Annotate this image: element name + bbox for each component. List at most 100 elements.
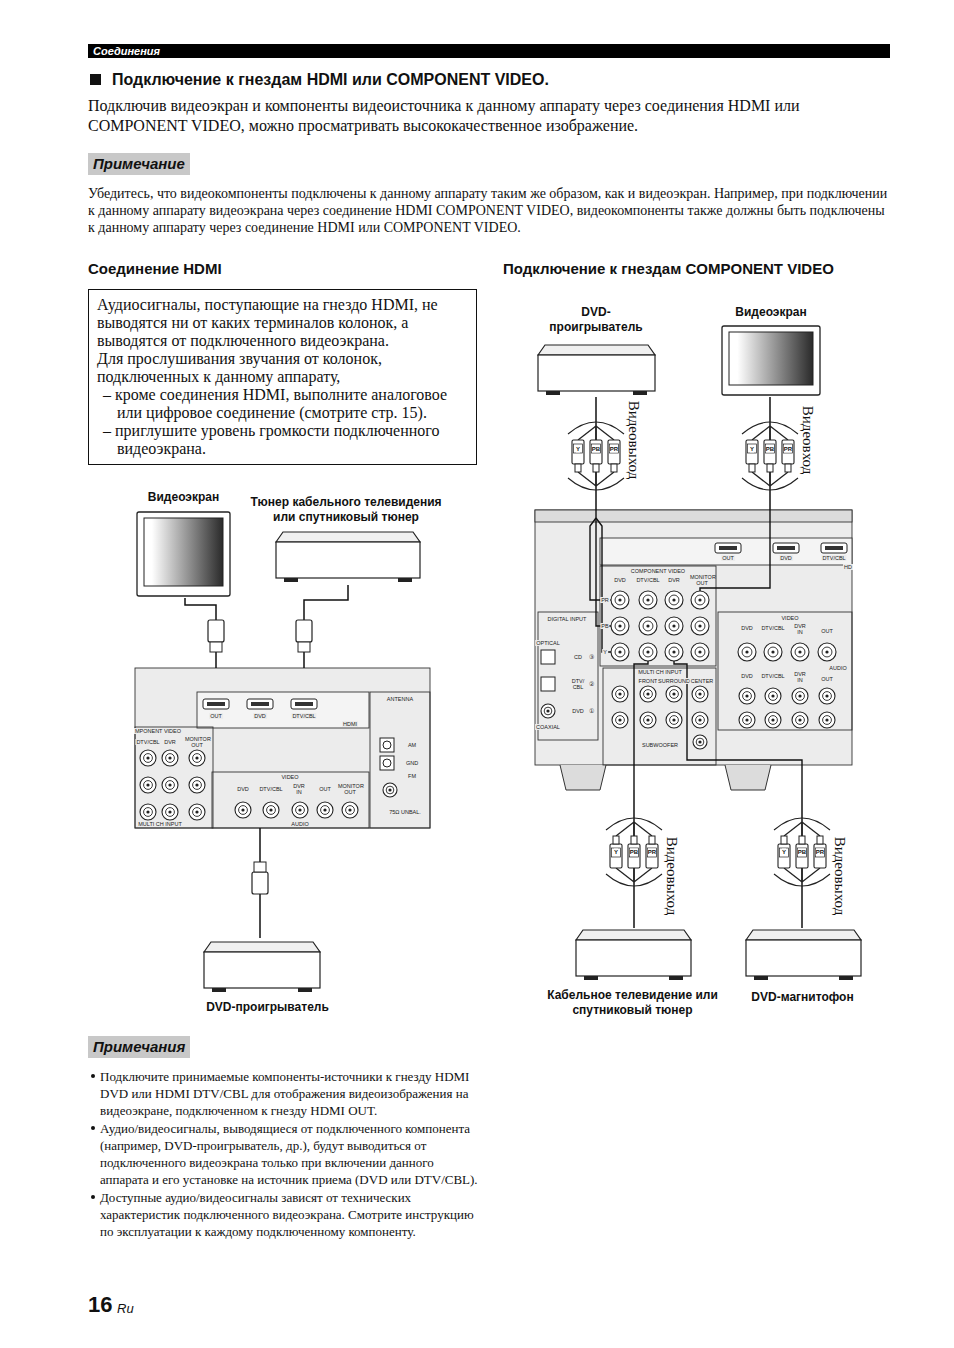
device-foot <box>398 578 412 582</box>
panel-label: COAXIAL <box>535 724 561 730</box>
jack-ring <box>643 595 653 605</box>
dvd-player: DVD-проигрыватель <box>200 938 335 1015</box>
jack <box>639 617 657 635</box>
jack-ring <box>296 806 305 815</box>
jack <box>738 643 756 661</box>
panel-label: OUT <box>820 676 834 682</box>
hdmi-port <box>203 699 229 709</box>
jack <box>383 783 397 797</box>
cable-split <box>595 472 596 486</box>
panel-label: AUDIO <box>290 821 309 827</box>
panel-label: DTV/CBL <box>291 713 316 719</box>
jack <box>764 643 782 661</box>
dvd-recorder: DVD-магнитофон <box>740 928 865 1005</box>
cable-split <box>616 868 634 882</box>
jack-ring <box>696 690 705 699</box>
cable-split <box>578 426 596 440</box>
plug-letter: PR <box>610 446 618 453</box>
panel-label: DVR <box>667 577 681 583</box>
multich-frame <box>603 668 716 765</box>
jack-ring <box>669 595 679 605</box>
jack-ring <box>193 781 202 790</box>
rca-plug <box>628 844 640 868</box>
jack-ring <box>267 806 276 815</box>
running-header: Соединения <box>93 44 160 58</box>
jack <box>140 750 156 766</box>
cable-split <box>634 822 652 836</box>
panel-label: SURROUND <box>657 678 691 684</box>
jack-ring <box>823 716 832 725</box>
cable-split <box>633 822 634 836</box>
signal-label: Видеовыход <box>832 835 848 918</box>
jack-pin <box>798 650 801 653</box>
jack-pin <box>195 756 198 759</box>
plug-tag <box>574 444 583 453</box>
panel-label: FRONT <box>638 678 659 684</box>
jack <box>792 688 808 704</box>
device-top <box>204 942 320 952</box>
note-box: Аудиосигналы, поступающие на гнездо HDMI… <box>88 289 477 465</box>
panel-label: MPONENT VIDEO <box>134 728 182 734</box>
hdmi-port-slot <box>719 546 737 550</box>
rca-plug-tip <box>781 836 787 844</box>
cable-split <box>633 868 634 882</box>
device-body <box>576 940 691 976</box>
hdmi-plug <box>296 620 312 642</box>
jack-ring <box>193 754 202 763</box>
bullet-dot <box>91 1074 95 1078</box>
plug-tag <box>780 848 789 857</box>
hdmi-port-slot <box>825 546 843 550</box>
jack-pin <box>698 740 701 743</box>
jack-pin <box>825 694 828 697</box>
jack-pin <box>698 650 701 653</box>
cable-split <box>752 472 770 486</box>
note-heading: Примечание <box>88 153 190 175</box>
rca-plug-tip <box>649 836 655 844</box>
jack-pin <box>825 718 828 721</box>
receiver-foot <box>725 765 771 790</box>
sub-heading: Подключение к гнездам COMPONENT VIDEO <box>503 260 834 278</box>
jack-pin <box>672 624 675 627</box>
panel-label: DTV/CBL <box>135 739 160 745</box>
wire <box>674 661 802 790</box>
device-foot <box>212 988 226 992</box>
device-label: DVD- проигрыватель <box>544 305 648 335</box>
tuner: Тюнер кабельного телевидения или спутник… <box>241 495 451 585</box>
hdmi-port-slot <box>251 702 269 706</box>
optical-port <box>541 677 555 691</box>
device-label: Видеоэкран <box>135 490 232 505</box>
monitor-screen <box>144 518 223 586</box>
video-screen: Видеоэкран <box>718 305 824 397</box>
hdmi-port <box>247 699 273 709</box>
panel-label: DTV/CBL <box>258 786 283 792</box>
panel-label: DTV/CBL <box>635 577 660 583</box>
jack-ring <box>695 647 705 657</box>
jack <box>765 688 781 704</box>
rca-plug-tip <box>799 836 805 844</box>
jack-pin <box>698 718 701 721</box>
plug-tag <box>610 444 619 453</box>
hdmi-port-slot <box>777 546 795 550</box>
jack-pin <box>646 624 649 627</box>
panel-label: SUBWOOFER <box>641 742 679 748</box>
cable-split <box>770 426 788 440</box>
hdmi-band <box>197 692 369 728</box>
jack <box>691 617 709 635</box>
receiver-rear-panel: OUTDVDDTV/CBLHDMIANTENNAMPONENT VIDEODTV… <box>135 668 430 828</box>
jack-pin <box>771 650 774 653</box>
bundle-arc <box>568 478 624 490</box>
jack-ring <box>768 647 778 657</box>
jack-pin <box>168 810 171 813</box>
bundle-arc <box>606 818 662 830</box>
video-screen: Видеоэкран <box>135 490 232 598</box>
jack <box>640 712 656 728</box>
jack-pin <box>771 718 774 721</box>
device-foot <box>298 988 312 992</box>
jack-ring <box>193 808 202 817</box>
jack-pin <box>618 624 621 627</box>
antenna-frame <box>370 692 430 828</box>
digital-frame <box>538 612 598 740</box>
jack-ring <box>670 690 679 699</box>
jack <box>691 643 709 661</box>
